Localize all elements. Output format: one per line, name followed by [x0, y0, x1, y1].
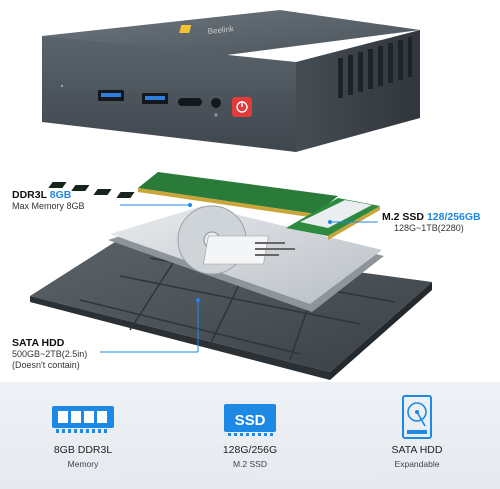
hdd-callout-sub1: 500GB~2TB(2.5in): [12, 349, 88, 359]
ssd-icon-text: SSD: [235, 412, 266, 429]
hdd-callout-title: SATA HDD: [12, 337, 65, 349]
product-scene: Beelink: [12, 10, 481, 380]
mini-pc: Beelink: [42, 10, 420, 152]
feature-hdd-sub: Expandable: [394, 459, 440, 469]
feature-ssd-label: 128G/256G: [222, 444, 278, 456]
ram-callout-sub: Max Memory 8GB: [12, 201, 85, 211]
ssd-callout-title-accent: 128/256GB: [426, 211, 481, 223]
hdd-drive: [108, 205, 384, 312]
memory-icon: [52, 406, 114, 433]
brand-logo-icon: [179, 25, 192, 33]
brand-logo: Beelink: [207, 24, 235, 36]
hdd-callout: SATA HDD 500GB~2TB(2.5in) (Doesn't conta…: [12, 338, 87, 371]
m2-ssd: [286, 198, 380, 240]
product-illustration: Beelink: [30, 10, 432, 380]
ssd-callout-title: M.2 SSD 128/256GB: [382, 212, 481, 223]
ram-callout-title: DDR3L 8GB: [12, 190, 85, 201]
feature-bar: 8GB DDR3L Memory SSD 128G/256G M.2 SSD: [0, 382, 500, 489]
feature-hdd-label: SATA HDD: [391, 444, 443, 456]
ram-module: [48, 172, 338, 218]
hdd-callout-sub2: (Doesn't contain): [12, 360, 80, 370]
feature-memory-label: 8GB DDR3L: [53, 444, 113, 456]
ram-callout: DDR3L 8GB Max Memory 8GB: [12, 190, 85, 212]
ram-callout-title-prefix: DDR3L: [12, 189, 50, 201]
usb-c-port: [178, 98, 202, 106]
ssd-callout: M.2 SSD 128/256GB 128G~1TB(2280): [382, 212, 481, 234]
feature-ssd-sub: M.2 SSD: [232, 459, 267, 469]
ssd-callout-title-prefix: M.2 SSD: [382, 211, 427, 223]
audio-jack: [211, 98, 221, 108]
ssd-callout-sub: 128G~1TB(2280): [394, 223, 464, 233]
ssd-icon: SSD: [224, 404, 276, 436]
ram-callout-title-accent: 8GB: [49, 189, 72, 201]
feature-ssd: SSD 128G/256G M.2 SSD: [167, 382, 333, 489]
hdd-icon: [402, 395, 432, 439]
feature-memory: 8GB DDR3L Memory: [0, 382, 166, 489]
feature-memory-sub: Memory: [67, 459, 99, 469]
feature-hdd: SATA HDD Expandable: [334, 382, 500, 489]
